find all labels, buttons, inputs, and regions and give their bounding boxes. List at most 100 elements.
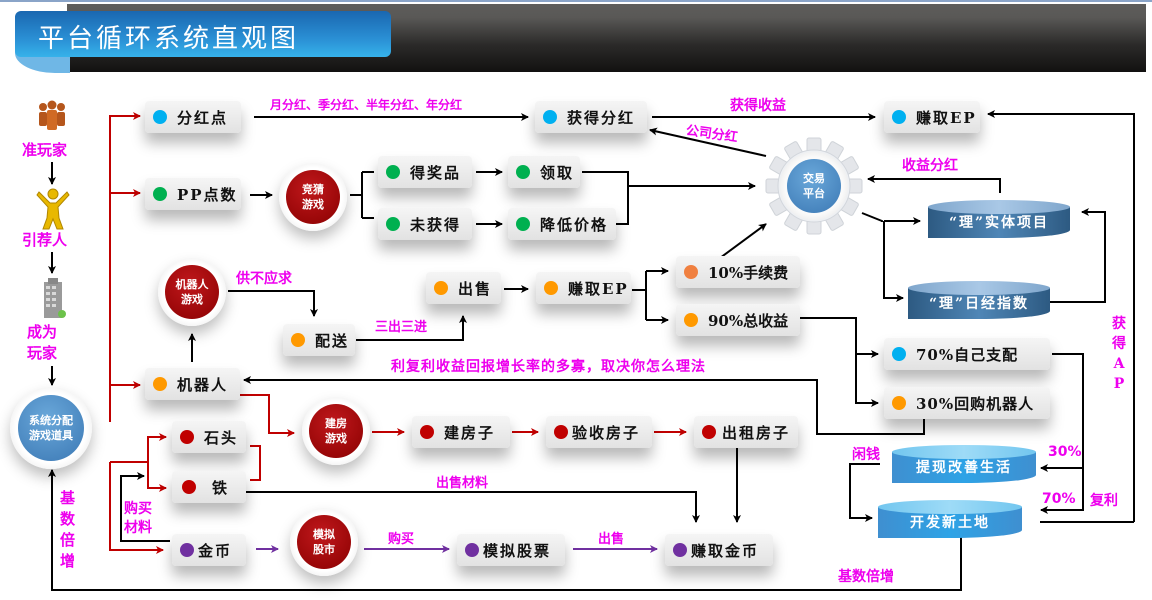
header-title-tab	[15, 11, 391, 57]
red-dot-icon	[182, 480, 196, 494]
node-buyback-30[interactable]: 30%回购机器人	[884, 387, 1050, 419]
get-income-label: 获得收益	[730, 98, 786, 114]
node-robot[interactable]: 机器人	[145, 368, 240, 400]
withdraw-cylinder[interactable]: 提现改善生活	[892, 445, 1036, 483]
node-label: 出租房子	[722, 423, 791, 442]
node-revenue-90[interactable]: 90%总收益	[676, 304, 800, 336]
node-sim-stock[interactable]: 模拟股票	[457, 534, 565, 566]
node-label: 分红点	[177, 108, 229, 127]
node-earn-ep-mid[interactable]: 赚取EP	[536, 272, 631, 304]
trade-platform-line2: 平台	[803, 187, 825, 200]
stock-market-node[interactable]: 模拟股市	[290, 508, 358, 576]
stock-market-line1: 模拟	[313, 528, 335, 541]
pct-30-label: 30%	[1048, 444, 1082, 460]
top-border-line	[0, 0, 1152, 2]
compound-note-label: 利复利收益回报增长率的多寡，取决你怎么理法	[391, 359, 706, 375]
guess-game-line1: 竞猜	[302, 183, 324, 196]
node-gold-coin[interactable]: 金币	[172, 534, 246, 566]
node-deliver[interactable]: 配送	[283, 324, 355, 356]
entity-project-cylinder[interactable]: “理”实体项目	[928, 200, 1070, 238]
nikkei-index-cylinder[interactable]: “理”日经指数	[908, 281, 1050, 319]
node-self-70[interactable]: 70%自己支配	[884, 338, 1050, 370]
node-dividend-points[interactable]: 分红点	[145, 101, 241, 133]
node-label: 70%自己支配	[916, 345, 1019, 364]
node-rent-house[interactable]: 出租房子	[694, 416, 798, 448]
char: 增	[60, 552, 76, 570]
char: 倍	[60, 531, 76, 549]
node-win-prize[interactable]: 得奖品	[378, 156, 472, 188]
build-game-line1: 建房	[325, 417, 347, 430]
char: 数	[60, 510, 76, 528]
node-label: 赚取EP	[568, 279, 629, 298]
blue-dot-icon	[543, 110, 557, 124]
system-hub-node[interactable]: 系统分配游戏道具	[10, 387, 92, 469]
node-sell[interactable]: 出售	[426, 272, 501, 304]
guess-game-node[interactable]: 竞猜游戏	[279, 163, 347, 231]
node-label: PP点数	[177, 185, 238, 204]
robot-game-line1: 机器人	[175, 278, 209, 291]
income-dividend-label: 收益分红	[902, 158, 958, 174]
blue-dot-icon	[892, 347, 906, 361]
become-player-line2: 玩家	[27, 344, 58, 362]
build-game-node[interactable]: 建房游戏	[302, 397, 370, 465]
node-pp-points[interactable]: PP点数	[145, 178, 241, 210]
node-label: 配送	[315, 331, 350, 350]
robot-game-node[interactable]: 机器人游戏	[158, 258, 226, 326]
green-dot-icon	[386, 165, 400, 179]
node-label: 未获得	[410, 215, 462, 234]
node-label: 石头	[204, 428, 239, 447]
buy-materials-line1: 购买	[124, 501, 152, 517]
node-inspect-house[interactable]: 验收房子	[546, 416, 652, 448]
build-game-line2: 游戏	[325, 432, 347, 445]
node-label: 金币	[198, 541, 233, 560]
green-dot-icon	[386, 217, 400, 231]
node-not-win[interactable]: 未获得	[378, 208, 472, 240]
purple-dot-icon	[465, 543, 479, 557]
green-dot-icon	[516, 165, 530, 179]
base-multiply-bottom-label: 基数倍增	[838, 569, 894, 585]
char: A	[1113, 356, 1125, 372]
blue-dot-icon	[153, 110, 167, 124]
orange-dot-icon	[684, 313, 698, 327]
referrer-label: 引荐人	[22, 231, 68, 249]
char: P	[1113, 376, 1125, 392]
node-fee-10[interactable]: 10%手续费	[676, 256, 800, 288]
node-label: 铁	[212, 478, 230, 497]
orange-dot-icon	[291, 333, 305, 347]
stock-market-line2: 股市	[313, 543, 335, 556]
node-iron[interactable]: 铁	[172, 471, 246, 503]
three-in-out-label: 三出三进	[375, 320, 428, 335]
sell-materials-label: 出售材料	[436, 476, 489, 491]
system-hub-line1: 系统分配	[29, 414, 73, 427]
orange-dot-icon	[434, 281, 448, 295]
purple-dot-icon	[180, 543, 194, 557]
system-hub-line2: 游戏道具	[29, 429, 73, 442]
node-lower-price[interactable]: 降低价格	[508, 208, 616, 240]
node-get-dividend[interactable]: 获得分红	[535, 101, 647, 133]
purple-dot-icon	[673, 543, 687, 557]
orange-dot-icon	[544, 281, 558, 295]
node-label: 赚取EP	[916, 108, 977, 127]
people-icon	[39, 100, 65, 130]
sell-label: 出售	[598, 532, 625, 547]
red-dot-icon	[180, 430, 194, 444]
base-multiply-left-label: 基 数 倍 增	[60, 488, 78, 572]
orange-dot-icon	[892, 396, 906, 410]
idle-money-label: 闲钱	[852, 447, 880, 463]
node-stone[interactable]: 石头	[172, 421, 246, 453]
char: 基	[60, 489, 76, 507]
robot-game-line2: 游戏	[181, 293, 203, 306]
trade-platform-node[interactable]: 交易平台	[780, 152, 848, 220]
node-earn-gold[interactable]: 赚取金币	[665, 534, 773, 566]
node-claim[interactable]: 领取	[508, 156, 580, 188]
node-label: 30%回购机器人	[916, 394, 1035, 413]
node-label: 赚取金币	[691, 541, 760, 560]
blue-dot-icon	[892, 110, 906, 124]
person-icon	[36, 188, 70, 230]
node-earn-ep-top[interactable]: 赚取EP	[884, 101, 980, 133]
node-build-house[interactable]: 建房子	[412, 416, 510, 448]
cylinder-label: “理”日经指数	[928, 296, 1030, 312]
node-label: 10%手续费	[708, 263, 789, 282]
develop-land-cylinder[interactable]: 开发新土地	[878, 500, 1022, 538]
